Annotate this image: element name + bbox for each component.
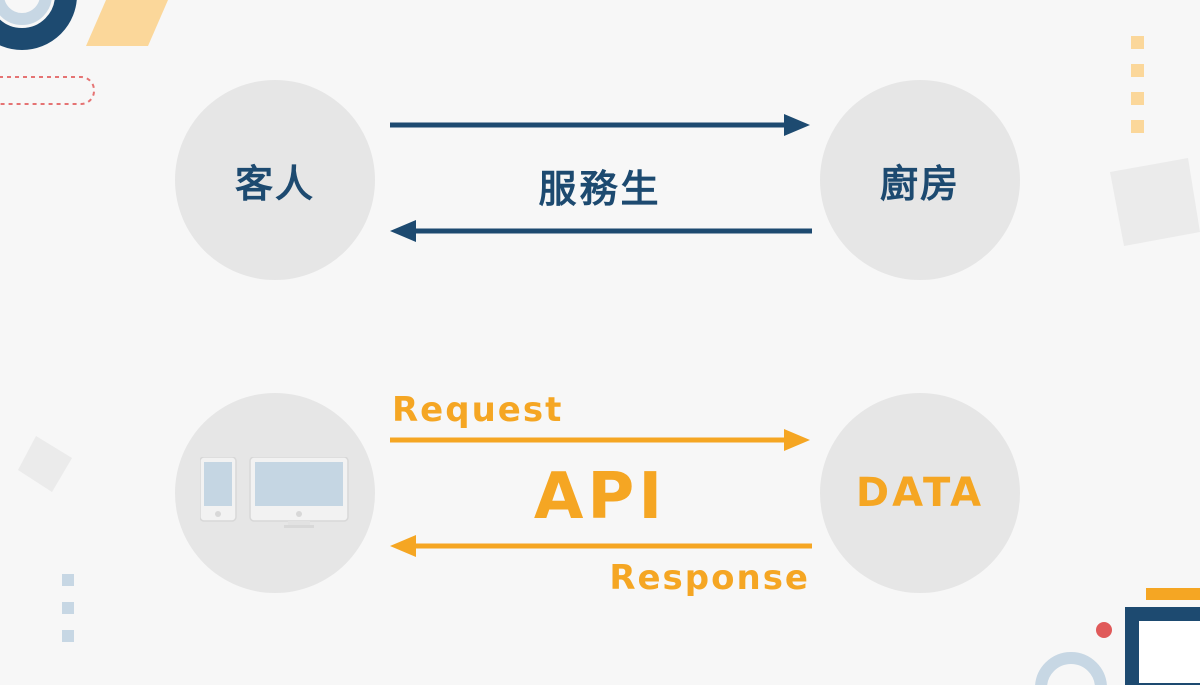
response-label: Response xyxy=(609,558,810,598)
light-blue-ring-decoration xyxy=(0,0,52,25)
devices-icon xyxy=(200,457,349,528)
customer-node: 客人 xyxy=(175,80,375,280)
yellow-dot-decoration xyxy=(1131,120,1144,133)
devices-node xyxy=(175,393,375,593)
blue-dot-decoration xyxy=(62,574,74,586)
red-dot-decoration xyxy=(1096,622,1112,638)
customer-label: 客人 xyxy=(234,161,315,206)
orange-bar-decoration xyxy=(1146,588,1200,600)
request-label: Request xyxy=(392,390,564,430)
yellow-parallelogram-decoration xyxy=(86,0,168,46)
gray-square-decoration xyxy=(18,436,72,492)
kitchen-node: 廚房 xyxy=(820,80,1020,280)
blue-dot-decoration xyxy=(62,602,74,614)
response-arrow xyxy=(390,535,812,557)
yellow-dot-decoration xyxy=(1131,64,1144,77)
blue-dot-decoration xyxy=(62,630,74,642)
yellow-dot-decoration xyxy=(1131,92,1144,105)
waiter-label: 服務生 xyxy=(538,167,662,211)
navy-ring-decoration xyxy=(0,0,77,50)
kitchen-label: 廚房 xyxy=(879,161,960,206)
navy-square-decoration xyxy=(1125,607,1200,685)
light-blue-ring-decoration xyxy=(1035,652,1107,685)
arrow-left-top xyxy=(390,220,812,242)
data-node: DATA xyxy=(820,393,1020,593)
api-label: API xyxy=(533,460,667,534)
data-label: DATA xyxy=(855,470,985,516)
yellow-dot-decoration xyxy=(1131,36,1144,49)
red-dashed-bar-decoration xyxy=(0,76,95,105)
request-arrow xyxy=(390,429,810,451)
arrow-right-top xyxy=(390,114,810,136)
gray-square-decoration xyxy=(1110,158,1200,246)
